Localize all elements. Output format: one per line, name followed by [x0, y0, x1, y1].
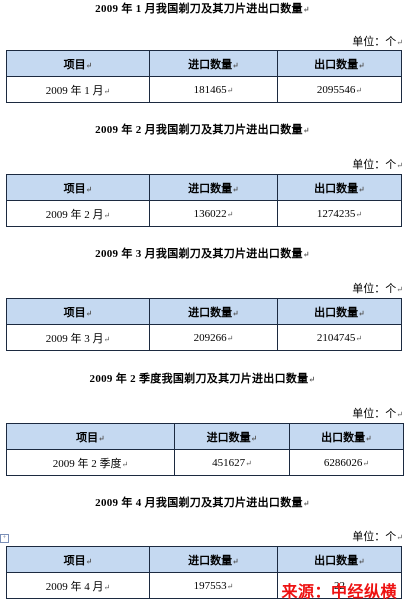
- table-anchor-icon[interactable]: +: [0, 534, 9, 543]
- table-3: 项目↵ 进口数量↵ 出口数量↵ 2009 年 3 月↵ 209266↵ 2104…: [6, 298, 402, 351]
- cell-item: 2009 年 2 月↵: [6, 200, 150, 227]
- table-1-title: 2009 年 1 月我国剃刀及其刀片进出口数量↵: [95, 3, 310, 15]
- cell-export: 2104745↵: [277, 324, 402, 351]
- cell-import: 197553↵: [149, 572, 278, 599]
- table-5-unit: 单位：个↵: [352, 531, 403, 543]
- header-export: 出口数量↵: [289, 423, 404, 450]
- header-import: 进口数量↵: [149, 298, 278, 325]
- cell-item: 2009 年 1 月↵: [6, 76, 150, 103]
- table-2-title: 2009 年 2 月我国剃刀及其刀片进出口数量↵: [95, 124, 310, 136]
- cell-import: 181465↵: [149, 76, 278, 103]
- header-item: 项目↵: [6, 174, 150, 201]
- header-item: 项目↵: [6, 546, 150, 573]
- cell-import: 209266↵: [149, 324, 278, 351]
- header-import: 进口数量↵: [149, 546, 278, 573]
- cell-export: 6286026↵: [289, 449, 404, 476]
- table-5-title: 2009 年 4 月我国剃刀及其刀片进出口数量↵: [95, 497, 310, 509]
- table-2: 项目↵ 进口数量↵ 出口数量↵ 2009 年 2 月↵ 136022↵ 1274…: [6, 174, 402, 227]
- cell-import: 451627↵: [174, 449, 290, 476]
- table-4-unit: 单位：个↵: [352, 408, 403, 420]
- header-item: 项目↵: [6, 50, 150, 77]
- header-export: 出口数量↵: [277, 50, 402, 77]
- table-4-title: 2009 年 2 季度我国剃刀及其刀片进出口数量↵: [89, 373, 316, 385]
- cell-import: 136022↵: [149, 200, 278, 227]
- source-watermark: 来源：中经纵横: [281, 582, 397, 601]
- cell-item: 2009 年 2 季度↵: [6, 449, 175, 476]
- header-export: 出口数量↵: [277, 174, 402, 201]
- cell-item: 2009 年 4 月↵: [6, 572, 150, 599]
- cell-export: 22: [277, 572, 402, 599]
- header-import: 进口数量↵: [149, 50, 278, 77]
- table-1: 项目↵ 进口数量↵ 出口数量↵ 2009 年 1 月↵ 181465↵ 2095…: [6, 50, 402, 103]
- table-3-unit: 单位：个↵: [352, 283, 403, 295]
- table-3-title: 2009 年 3 月我国剃刀及其刀片进出口数量↵: [95, 248, 310, 260]
- table-2-unit: 单位：个↵: [352, 159, 403, 171]
- header-export: 出口数量↵: [277, 546, 402, 573]
- header-import: 进口数量↵: [174, 423, 290, 450]
- table-4: 项目↵ 进口数量↵ 出口数量↵ 2009 年 2 季度↵ 451627↵ 628…: [6, 423, 404, 476]
- header-item: 项目↵: [6, 423, 175, 450]
- cell-export: 1274235↵: [277, 200, 402, 227]
- header-import: 进口数量↵: [149, 174, 278, 201]
- table-1-unit: 单位：个↵: [352, 36, 403, 48]
- header-export: 出口数量↵: [277, 298, 402, 325]
- header-item: 项目↵: [6, 298, 150, 325]
- table-5: 项目↵ 进口数量↵ 出口数量↵ 2009 年 4 月↵ 197553↵ 22: [6, 546, 402, 599]
- cell-export: 2095546↵: [277, 76, 402, 103]
- cell-item: 2009 年 3 月↵: [6, 324, 150, 351]
